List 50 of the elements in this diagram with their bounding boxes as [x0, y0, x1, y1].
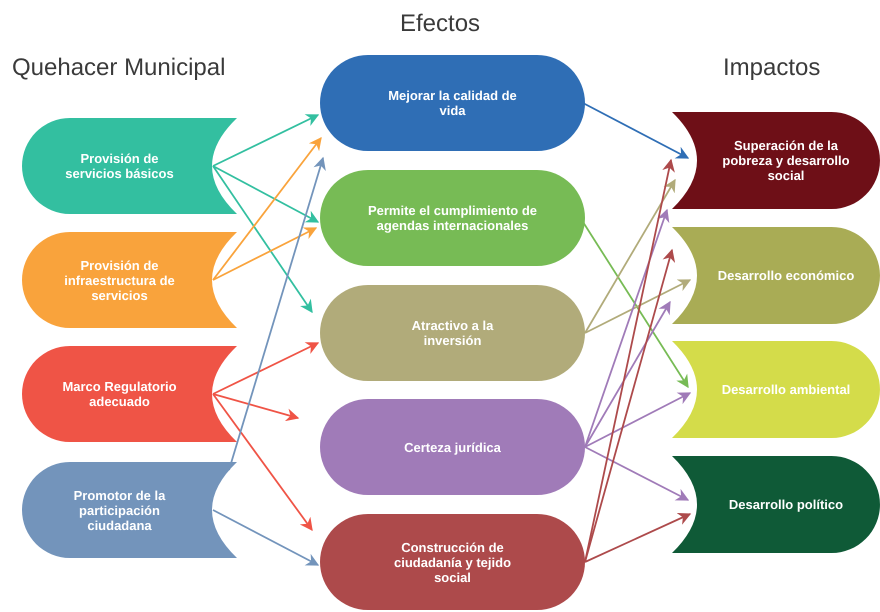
arrow: [212, 342, 320, 395]
arrow: [582, 102, 690, 159]
action-box: [22, 462, 237, 558]
arrow: [584, 512, 692, 563]
node-label: Construcción de ciudadanía y tejido social: [392, 540, 512, 584]
column-heading: Efectos: [400, 9, 480, 39]
effect-pill: [320, 399, 585, 495]
impact-box: [672, 456, 880, 553]
effect-pill: [320, 285, 585, 381]
node-label: Desarrollo político: [728, 497, 844, 512]
arrow: [228, 156, 326, 470]
impact-box: [672, 112, 880, 209]
node-label: Promotor de la participación ciudadana: [72, 488, 166, 532]
arrow: [212, 393, 313, 532]
node-label: Desarrollo económico: [716, 268, 856, 283]
node-label: Certeza jurídica: [403, 440, 502, 454]
arrow: [212, 136, 322, 281]
action-box: [22, 118, 237, 214]
node-label: Provisión de servicios básicos: [64, 151, 175, 181]
arrow: [212, 509, 320, 566]
arrow: [212, 166, 313, 314]
arrow: [212, 114, 320, 167]
arrow: [212, 393, 300, 422]
node-label: Provisión de infraestructura de servicios: [63, 258, 176, 302]
arrow: [212, 227, 318, 281]
column-heading: Impactos: [723, 53, 820, 83]
arrow: [584, 446, 690, 501]
node-label: Superación de la pobreza y desarrollo social: [721, 138, 851, 183]
impact-box: [672, 341, 880, 438]
arrow: [582, 222, 689, 388]
arrow: [584, 158, 675, 562]
arrow: [584, 279, 692, 334]
action-box: [22, 232, 237, 328]
node-label: Mejorar la calidad de vida: [388, 88, 518, 118]
effect-pill: [320, 170, 585, 266]
action-box: [22, 346, 237, 442]
node-label: Marco Regulatorio adecuado: [61, 379, 178, 409]
node-label: Permite el cumplimiento de agendas internacionales: [366, 203, 538, 233]
arrow: [584, 248, 676, 562]
arrow: [212, 165, 320, 223]
arrow: [584, 208, 670, 448]
effect-pill: [320, 55, 585, 151]
effect-pill: [320, 514, 585, 610]
arrow: [584, 300, 671, 448]
arrow: [584, 178, 676, 334]
column-heading: Quehacer Municipal: [12, 53, 226, 83]
arrow: [584, 392, 692, 448]
node-label: Atractivo a la inversión: [410, 318, 494, 348]
node-label: Desarrollo ambiental: [720, 382, 852, 397]
impact-box: [672, 227, 880, 324]
